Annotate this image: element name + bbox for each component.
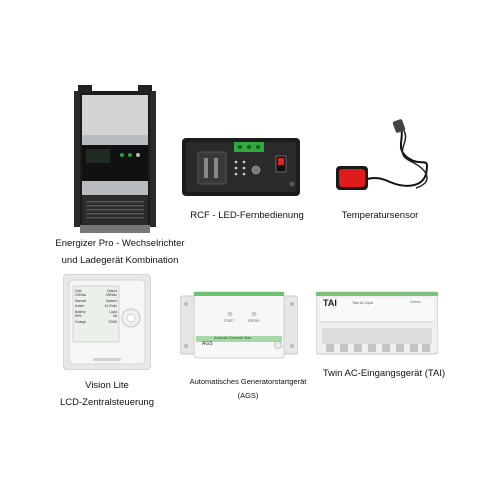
ags-brand-label: AGS: [202, 341, 213, 347]
vision-caption-line-2: LCD-Zentralsteuerung: [60, 397, 154, 408]
ags-caption: Automatisches Generatorstartgerät (AGS): [180, 376, 316, 402]
sensor-caption: Temperatursensor: [330, 209, 430, 223]
tai-brand-label: TAI: [323, 298, 337, 308]
vision-label-charge: Charge: [75, 320, 87, 325]
vision-value-system: 12.0Vdc: [104, 303, 117, 308]
ags-led-error-label: ERROR: [248, 319, 260, 323]
vision-label-battery: Battery: [75, 309, 86, 314]
ags-caption-line-2: (AGS): [237, 391, 259, 400]
vision-label-load: Load: [109, 309, 117, 314]
temperature-sensor-image: [330, 118, 440, 200]
inverter-caption-line-2: und Ladegerät Kombination: [61, 255, 179, 266]
rcf-caption-line-1: RCF - LED-Fernbedienung: [190, 210, 304, 221]
vision-value-grid: 230Vac: [75, 293, 87, 298]
vision-caption-line-1: Vision Lite: [85, 380, 129, 391]
ags-product-image: [179, 290, 299, 360]
vision-value-output: 230Vac: [105, 293, 117, 298]
tai-logo-label: Victron: [410, 300, 421, 304]
vision-label-grid: Grid: [75, 289, 82, 293]
tai-caption-line-1: Twin AC-Eingangsgerät (TAI): [322, 368, 446, 379]
tai-subtitle-label: Twin AC Input: [352, 301, 373, 305]
vision-value-load: 3A: [112, 314, 117, 319]
ags-strip-label: Automatic Generator Start: [214, 336, 252, 340]
tai-caption: Twin AC-Eingangsgerät (TAI): [322, 367, 446, 381]
vision-label-normal: Normal: [75, 299, 86, 304]
sensor-caption-line-1: Temperatursensor: [341, 210, 419, 221]
inverter-product-image: [74, 85, 156, 233]
vision-lite-screen-text: Grid Output 230Vac 230Vac Normal System …: [75, 289, 117, 341]
inverter-caption: Energizer Pro - Wechselrichter und Ladeg…: [40, 237, 200, 268]
vision-label-output: Output: [106, 289, 117, 293]
ags-led-start-label: START: [224, 319, 235, 323]
vision-value-power: 700W: [108, 320, 117, 325]
vision-value-battery: 80%: [75, 314, 82, 319]
rcf-caption: RCF - LED-Fernbedienung: [182, 209, 312, 223]
vision-value-active: Active: [75, 303, 85, 308]
ags-caption-line-1: Automatisches Generatorstartgerät: [189, 377, 307, 386]
rcf-product-image: [182, 138, 300, 196]
vision-label-system: System: [105, 299, 117, 304]
tai-product-image: [315, 290, 439, 358]
inverter-caption-line-1: Energizer Pro - Wechselrichter: [55, 238, 185, 249]
vision-caption: Vision Lite LCD-Zentralsteuerung: [52, 379, 162, 410]
